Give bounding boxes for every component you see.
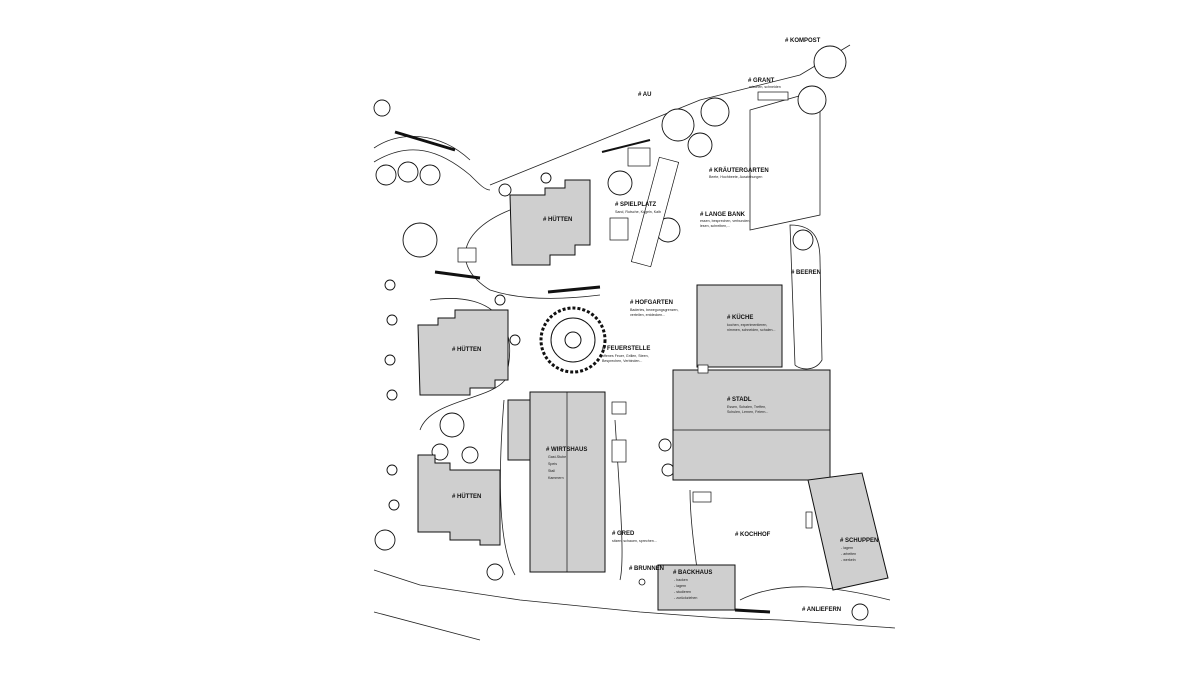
label-wirtshaus-sub-0: Gast-Stube: [548, 455, 566, 459]
label-kraeutergarten-sub: Beete, Hochbeete, Ausziehungen: [709, 175, 762, 179]
label-kueche-sub1: kochen, experimentieren,: [727, 323, 767, 327]
label-huetten-mid: # HÜTTEN: [452, 346, 481, 353]
label-gred-sub: sitzen, schauen, sprechen...: [612, 539, 657, 543]
label-schuppen-sub-0: - lagern: [841, 546, 853, 550]
label-kueche-sub2: nimmen, schneiden, schalen...: [727, 328, 776, 332]
label-lange-bank: # LANGE BANK: [700, 212, 746, 218]
spielplatz-frame: [630, 156, 680, 268]
label-kueche: # KÜCHE: [727, 314, 753, 321]
label-gred: # GRED: [612, 531, 635, 537]
label-spielplatz-sub: Sand, Rutsche, Kugeln, Kalb: [615, 210, 661, 214]
label-kochhof: # KOCHHOF: [735, 532, 771, 538]
label-wirtshaus: # WIRTSHAUS: [546, 447, 587, 453]
label-stadl: # STADL: [727, 397, 752, 403]
site-features: [457, 91, 813, 586]
label-backhaus-sub-1: - lagern: [674, 584, 686, 588]
label-wirtshaus-sub-1: Speis: [548, 462, 557, 466]
building-wirtshaus-annex: [507, 399, 531, 461]
label-schuppen-sub-1: - arbeiten: [841, 552, 856, 556]
label-anliefern: # ANLIEFERN: [802, 607, 841, 613]
building-schuppen: [807, 472, 889, 591]
label-backhaus-sub-3: - zurückziehen: [674, 596, 697, 600]
label-huetten-north: # HÜTTEN: [543, 216, 572, 223]
label-backhaus-sub-0: - backen: [674, 578, 688, 582]
label-lange-bank-sub1: essen, besprechen, verbunden,: [700, 219, 750, 223]
buildings: [417, 179, 889, 611]
building-stadl: [672, 369, 831, 481]
label-grant-sub: mischen, schneiden: [749, 85, 781, 89]
label-wirtshaus-sub-2: Stall: [548, 469, 555, 473]
label-grant: # GRANT: [748, 78, 775, 84]
label-backhaus: # BACKHAUS: [673, 570, 712, 576]
label-hofgarten-sub1: Baderies, bewegungsgrenzen,: [630, 308, 679, 312]
label-wirtshaus-sub-3: Kammern: [548, 476, 564, 480]
label-au: # AU: [638, 92, 651, 98]
label-stadl-sub1: Essen, Schalen, Treffen,: [727, 405, 766, 409]
label-schuppen: # SCHUPPEN: [840, 538, 878, 544]
label-feuerstelle-sub2: Besprechen, Verbinden...: [602, 359, 642, 363]
label-schuppen-sub-2: - werkeln: [841, 558, 856, 562]
building-wirtshaus: [529, 391, 606, 573]
label-beeren: # BEEREN: [791, 270, 821, 276]
label-hofgarten: # HOFGARTEN: [630, 300, 673, 306]
label-huetten-south: # HÜTTEN: [452, 493, 481, 500]
labels: # KOMPOST # AU # GRANT mischen, schneide…: [452, 38, 878, 613]
label-stadl-sub2: Schulen, Lernen, Feiern...: [727, 410, 768, 414]
roads: [373, 44, 896, 641]
label-feuerstelle-sub1: offenes Feuer, Grillen, Steen,: [602, 354, 649, 358]
hedges: [394, 130, 771, 614]
label-lange-bank-sub2: lesen, schreiben,...: [700, 224, 730, 228]
trees: [373, 45, 869, 621]
building-huetten-north: [509, 179, 591, 266]
feuerstelle-ring: [539, 306, 607, 374]
building-backhaus: [657, 564, 736, 611]
building-kueche: [696, 284, 783, 368]
label-kraeutergarten: # KRÄUTERGARTEN: [709, 167, 769, 174]
label-hofgarten-sub2: verteilen, entdecken...: [630, 313, 665, 317]
label-kompost: # KOMPOST: [785, 38, 821, 44]
building-huetten-mid: [417, 309, 509, 396]
label-spielplatz: # SPIELPLATZ: [615, 202, 657, 208]
label-feuerstelle: # FEUERSTELLE: [602, 346, 650, 352]
label-backhaus-sub-2: - studieren: [674, 590, 691, 594]
label-brunnen: # BRUNNEN: [629, 566, 664, 572]
building-huetten-south: [417, 454, 501, 546]
